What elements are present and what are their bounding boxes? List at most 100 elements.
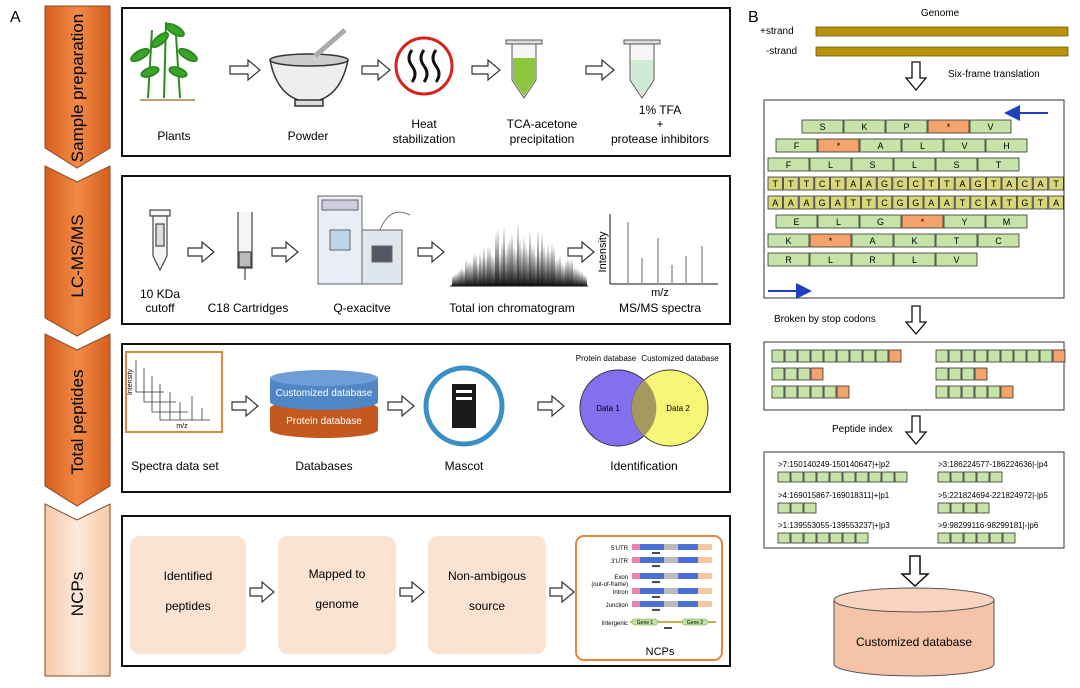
fragment-cell	[935, 367, 949, 381]
peptide-cell	[950, 502, 964, 514]
nucleotide-letter: A	[1006, 179, 1012, 189]
peptide-index-box	[763, 451, 1065, 549]
amino-acid-letter: G	[877, 217, 884, 227]
codon-cell	[817, 214, 860, 229]
arrow-icon	[229, 58, 261, 82]
fragment-cell	[836, 349, 850, 363]
peptide-cell	[963, 471, 977, 483]
nucleotide-cell	[1017, 176, 1033, 191]
codon-cell	[809, 252, 852, 267]
amino-acid-letter: A	[869, 236, 875, 246]
peptide-cell	[950, 532, 964, 544]
label-spectra-dataset: Spectra data set	[131, 459, 219, 473]
peptide-cell	[816, 471, 830, 483]
stage-ncps: NCPs	[44, 503, 111, 677]
nucleotide-cell	[814, 176, 830, 191]
nucleotide-cell	[767, 195, 784, 210]
peptide-cell	[855, 532, 869, 544]
peptide-cell	[790, 502, 804, 514]
amino-acid-letter: L	[836, 217, 841, 227]
genome-title: Genome	[921, 8, 960, 19]
amino-acid-letter: V	[953, 255, 959, 265]
gene-segment	[640, 573, 664, 579]
nucleotide-letter: A	[959, 179, 965, 189]
codon-cell	[935, 233, 978, 248]
label-identification: Identification	[610, 459, 677, 473]
axis-mz: m/z	[651, 287, 669, 299]
ncp-gene-tracks: 5'UTR3'UTRExon(out-of-frame)IntronJuncti…	[591, 544, 716, 629]
amino-acid-letter: K	[785, 236, 791, 246]
nucleotide-cell	[1001, 176, 1018, 191]
codon-cell	[843, 119, 886, 134]
peptide-cell	[894, 471, 908, 483]
peptide-cell	[855, 471, 869, 483]
nucleotide-cell	[1001, 195, 1018, 210]
peptide-cell	[976, 471, 990, 483]
fragment-cell	[948, 349, 962, 363]
panel-a-letter: A	[10, 9, 21, 26]
nucleotide-letter: T	[1007, 198, 1013, 208]
peptide-cell	[989, 532, 1003, 544]
nucleotide-letter: G	[881, 179, 888, 189]
label-mascot: Mascot	[445, 459, 484, 473]
fragment-cell	[948, 367, 962, 381]
index-entry: >1:139553055-139553237|+|p3	[778, 521, 890, 530]
amino-acid-letter: *	[947, 122, 951, 132]
nucleotide-letter: T	[1038, 198, 1044, 208]
peptide-cell	[868, 471, 882, 483]
stop-codon-cell	[1052, 349, 1066, 363]
nucleotide-cell	[1017, 195, 1033, 210]
nucleotide-letter: A	[772, 198, 778, 208]
codon-cell	[943, 214, 986, 229]
venn-title-left: Protein database	[576, 354, 637, 363]
track-label: Exon	[614, 575, 628, 581]
axis-mz: m/z	[176, 423, 188, 430]
nucleotide-cell	[970, 176, 986, 191]
nucleotide-cell	[861, 176, 877, 191]
fragment-cell	[987, 385, 1001, 399]
nucleotide-cell	[1032, 176, 1049, 191]
label-databases: Databases	[295, 459, 352, 473]
fragment-cell	[797, 367, 811, 381]
gene-segment	[698, 601, 712, 607]
nucleotide-cell	[830, 195, 846, 210]
nucleotide-letter: A	[928, 198, 934, 208]
codon-cell	[767, 157, 810, 172]
nucleotide-cell	[845, 176, 862, 191]
nucleotide-letter: C	[897, 179, 904, 189]
nucleotide-cell	[908, 176, 924, 191]
amino-acid-letter: V	[961, 141, 967, 151]
venn-data2: Data 2	[666, 404, 690, 413]
stage-lc-ms: LC-MS/MS	[44, 165, 111, 337]
gene-segment	[640, 557, 664, 563]
label-plus: +	[656, 117, 663, 131]
nucleotide-letter: T	[960, 198, 966, 208]
label-10kda: 10 KDa	[140, 287, 180, 301]
amino-acid-letter: T	[996, 160, 1002, 170]
c18-cartridge-icon	[237, 212, 253, 280]
arrow-icon	[567, 240, 595, 264]
nucleotide-letter: A	[991, 198, 997, 208]
nucleotide-letter: T	[804, 179, 810, 189]
amino-acid-letter: K	[861, 122, 867, 132]
stage-label: Total peptides	[68, 370, 87, 475]
step-text: Identified	[164, 569, 213, 583]
gene-segment	[664, 573, 678, 579]
codon-cell	[851, 233, 894, 248]
codon-cell	[809, 157, 852, 172]
nucleotide-letter: A	[803, 198, 809, 208]
peptide-cell	[976, 502, 990, 514]
nucleotide-letter: A	[1037, 179, 1043, 189]
nucleotide-cell	[954, 195, 971, 210]
gene-segment	[632, 588, 640, 594]
nucleotide-cell	[970, 195, 986, 210]
codon-cell	[985, 214, 1028, 229]
ncp-categories-frame	[575, 535, 723, 661]
server-icon	[423, 365, 505, 447]
amino-acid-letter: V	[987, 122, 993, 132]
peptide-cell	[803, 471, 817, 483]
nucleotide-letter: G	[975, 179, 982, 189]
fragment-cell	[810, 349, 824, 363]
stage-label: Sample preparation	[68, 14, 87, 162]
